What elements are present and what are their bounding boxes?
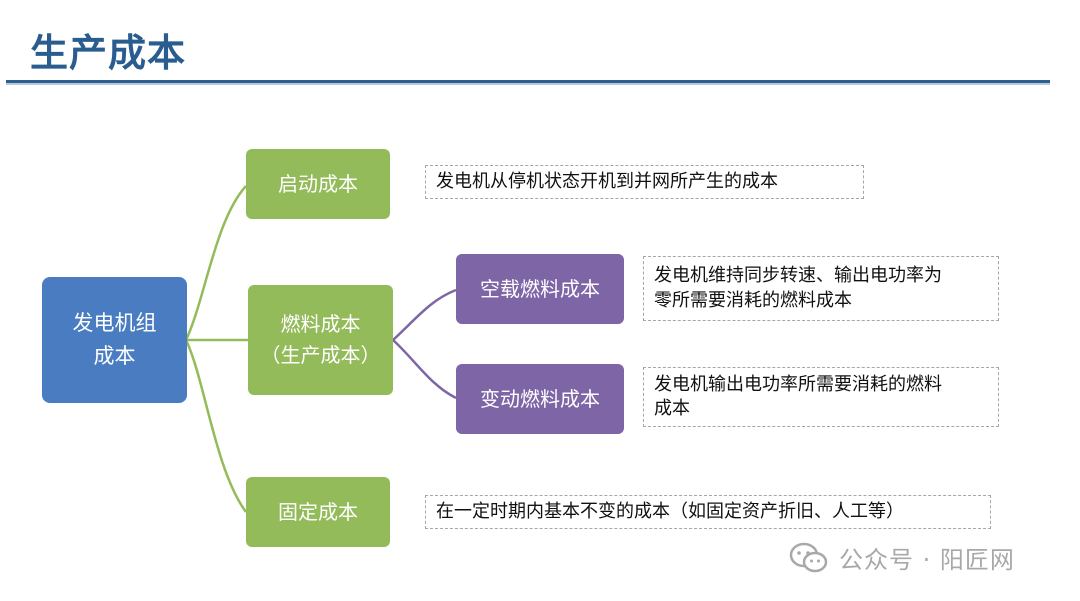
startup-cost-description-text: 发电机从停机状态开机到并网所产生的成本 xyxy=(436,170,778,192)
connector-fuel-to-variable xyxy=(392,339,457,400)
variable-fuel-cost-node: 变动燃料成本 xyxy=(456,364,624,434)
fixed-cost-description-text: 在一定时期内基本不变的成本（如固定资产折旧、人工等） xyxy=(436,500,904,522)
variable-fuel-cost-description-line2: 成本 xyxy=(654,398,690,419)
fixed-cost-description: 在一定时期内基本不变的成本（如固定资产折旧、人工等） xyxy=(425,495,991,529)
fixed-cost-label: 固定成本 xyxy=(278,499,358,524)
fuel-cost-label-line2: （生产成本） xyxy=(260,343,381,367)
title-divider xyxy=(6,80,1050,83)
title-divider-shadow xyxy=(6,83,1050,85)
startup-cost-label: 启动成本 xyxy=(278,171,358,196)
noload-fuel-cost-label: 空载燃料成本 xyxy=(480,276,600,301)
variable-fuel-cost-description: 发电机输出电功率所需要消耗的燃料 成本 xyxy=(643,367,999,427)
fuel-cost-node: 燃料成本 （生产成本） xyxy=(248,285,393,395)
page-title: 生产成本 xyxy=(30,31,187,75)
connector-root-to-startup xyxy=(184,185,247,341)
noload-fuel-cost-description-line2: 零所需要消耗的燃料成本 xyxy=(654,289,852,311)
root-node-label-line2: 成本 xyxy=(93,344,136,368)
watermark: 公众号 · 阳匠网 xyxy=(789,540,1015,575)
startup-cost-description: 发电机从停机状态开机到并网所产生的成本 xyxy=(425,165,864,199)
watermark-text: 公众号 · 阳匠网 xyxy=(839,546,1015,574)
noload-fuel-cost-node: 空载燃料成本 xyxy=(456,254,624,324)
root-node-label-line1: 发电机组 xyxy=(72,311,157,336)
fixed-cost-node: 固定成本 xyxy=(246,477,390,547)
connector-fuel-to-noload xyxy=(392,288,457,341)
noload-fuel-cost-description-line1: 发电机维持同步转速、输出电功率为 xyxy=(654,265,942,287)
wechat-icon xyxy=(789,542,828,572)
variable-fuel-cost-description-line1: 发电机输出电功率所需要消耗的燃料 xyxy=(654,373,942,395)
fuel-cost-label-line1: 燃料成本 xyxy=(280,312,361,336)
noload-fuel-cost-description: 发电机维持同步转速、输出电功率为 零所需要消耗的燃料成本 xyxy=(643,256,999,321)
root-node: 发电机组 成本 xyxy=(42,277,187,403)
variable-fuel-cost-label: 变动燃料成本 xyxy=(480,386,600,411)
connector-root-to-fixed xyxy=(184,339,248,513)
startup-cost-node: 启动成本 xyxy=(246,149,390,219)
